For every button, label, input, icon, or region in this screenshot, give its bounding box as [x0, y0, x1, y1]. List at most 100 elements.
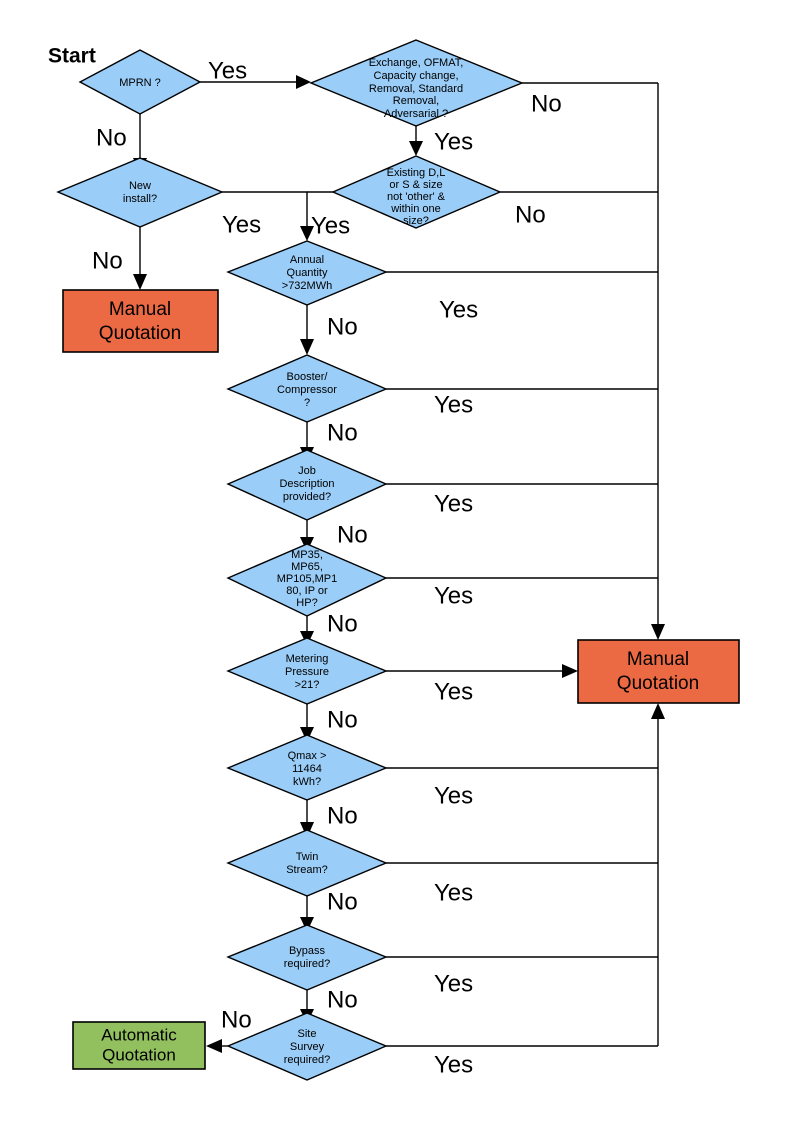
decision-bypass-label-line-0: Bypass: [289, 945, 326, 957]
decision-qmax-label-line-2: kWh?: [293, 776, 321, 788]
decision-mp-pressure-tier[interactable]: MP35, MP65, MP105,MP1 80, IP or HP?: [226, 543, 388, 617]
terminal-manual-quotation-right[interactable]: Manual Quotation: [577, 639, 740, 704]
decision-existing-dls-size[interactable]: Existing D,L or S & size not 'other' & w…: [331, 155, 502, 229]
decision-mptier-label-line-4: HP?: [296, 597, 317, 609]
decision-bypass[interactable]: Bypass required?: [226, 924, 388, 991]
branch-label-mprn-yes: Yes: [208, 57, 247, 84]
decision-jobdesc-label-line-2: provided?: [283, 491, 331, 503]
branch-label-bypass-no: No: [327, 986, 358, 1013]
decision-existing-label-line-0: Existing D,L: [387, 167, 446, 179]
decision-mptier-label-line-2: MP105,MP1: [277, 573, 338, 585]
arrowhead-rail-into-manual-bottom: [651, 703, 665, 719]
decision-twin-stream-shape[interactable]: [226, 829, 388, 897]
branch-label-mptier-no: No: [327, 610, 358, 637]
decision-booster-compressor[interactable]: Booster/ Compressor ?: [226, 354, 388, 423]
terminal-manual-left-line-1: Quotation: [99, 323, 181, 344]
decision-twin-stream[interactable]: Twin Stream?: [226, 829, 388, 897]
decision-metering-label-line-0: Metering: [286, 653, 329, 665]
decision-qmax-label-line-1: 11464: [292, 763, 322, 775]
terminal-manual-quotation-left[interactable]: Manual Quotation: [62, 289, 219, 353]
branch-label-booster-yes: Yes: [434, 391, 473, 418]
terminal-automatic-line-0: Automatic: [101, 1025, 177, 1044]
decision-exchange-label-line-0: Exchange, OFMAT,: [369, 57, 464, 69]
decision-twin-label-line-1: Stream?: [286, 864, 328, 876]
decision-exchange-label-line-1: Capacity change,: [374, 70, 459, 82]
branch-label-exchange-no: No: [531, 90, 562, 117]
decision-metering-label-line-1: Pressure: [285, 666, 329, 678]
decision-mptier-label-line-3: 80, IP or: [286, 585, 328, 597]
decision-annual-label-line-2: >732MWh: [282, 280, 332, 292]
decision-site-survey[interactable]: Site Survey required?: [226, 1012, 388, 1081]
branch-label-new-install-yes: Yes: [222, 211, 261, 238]
arrowhead-metering-yes: [562, 664, 578, 678]
decision-qmax-label-line-0: Qmax >: [288, 750, 327, 762]
decision-twin-label-line-0: Twin: [296, 851, 319, 863]
decision-booster-label-line-1: Compressor: [277, 384, 337, 396]
decision-metering-shape[interactable]: [226, 637, 388, 705]
decision-job-description[interactable]: Job Description provided?: [226, 449, 388, 521]
decision-new-install-label-line-0: New: [129, 180, 151, 192]
decision-mptier-label-line-0: MP35,: [291, 549, 323, 561]
branch-label-booster-no: No: [327, 419, 358, 446]
branch-label-twin-yes: Yes: [434, 879, 473, 906]
decision-jobdesc-label-line-0: Job: [298, 465, 316, 477]
decision-booster-label-line-0: Booster/: [287, 371, 329, 383]
decision-job-description-shape[interactable]: [226, 449, 388, 521]
terminal-automatic-line-1: Quotation: [102, 1045, 176, 1064]
terminal-manual-right-line-0: Manual: [627, 649, 689, 670]
terminal-manual-left-box[interactable]: [62, 289, 219, 353]
arrowhead-annual-no: [300, 339, 314, 355]
terminal-automatic-quotation[interactable]: Automatic Quotation: [72, 1021, 206, 1070]
arrowhead-newinstall-no: [133, 274, 147, 290]
branch-label-new-install-no: No: [92, 247, 123, 274]
decision-qmax[interactable]: Qmax > 11464 kWh?: [226, 734, 388, 801]
branch-label-bypass-yes: Yes: [434, 970, 473, 997]
branch-label-metering-yes: Yes: [434, 678, 473, 705]
decision-qmax-shape[interactable]: [226, 734, 388, 801]
decision-existing-label-line-3: within one: [390, 203, 441, 215]
decision-booster-shape[interactable]: [226, 354, 388, 423]
branch-label-sitesurvey-yes: Yes: [434, 1051, 473, 1078]
decision-new-install[interactable]: New install?: [56, 157, 224, 228]
decision-annual-quantity[interactable]: Annual Quantity >732MWh: [226, 240, 388, 306]
decision-sitesurvey-label-line-0: Site: [298, 1028, 317, 1040]
decision-bypass-label-line-1: required?: [284, 958, 330, 970]
decision-metering-pressure[interactable]: Metering Pressure >21?: [226, 637, 388, 705]
branch-label-qmax-yes: Yes: [434, 782, 473, 809]
branch-label-twin-no: No: [327, 888, 358, 915]
terminal-manual-right-box[interactable]: [577, 639, 740, 704]
decision-metering-label-line-2: >21?: [295, 679, 320, 691]
branch-labels: Yes No No Yes Yes No Yes No Yes No Yes N…: [92, 57, 562, 1078]
branch-label-mprn-no: No: [96, 124, 127, 151]
terminal-automatic-box[interactable]: [72, 1021, 206, 1070]
decision-mprn[interactable]: MPRN ?: [78, 49, 202, 115]
decision-existing-label-line-2: not 'other' &: [387, 191, 446, 203]
decision-exchange-ofmat-shape[interactable]: [309, 39, 524, 127]
decision-annual-label-line-1: Quantity: [287, 267, 328, 279]
decision-annual-label-line-0: Annual: [290, 254, 324, 266]
decision-mp-tier-shape[interactable]: [226, 543, 388, 617]
decision-mprn-shape[interactable]: [78, 49, 202, 115]
branch-label-exchange-yes: Yes: [434, 128, 473, 155]
decision-new-install-shape[interactable]: [56, 157, 224, 228]
branch-label-sitesurvey-no: No: [221, 1006, 252, 1033]
decision-mprn-label-line-0: MPRN ?: [119, 77, 161, 89]
branch-label-metering-no: No: [327, 706, 358, 733]
decision-site-survey-shape[interactable]: [226, 1012, 388, 1081]
connectors: [133, 75, 665, 1053]
decision-annual-quantity-shape[interactable]: [226, 240, 388, 306]
decision-bypass-shape[interactable]: [226, 924, 388, 991]
branch-label-mptier-yes: Yes: [434, 582, 473, 609]
branch-label-jobdesc-no: No: [337, 521, 368, 548]
arrowhead-rail-into-manual-top: [651, 624, 665, 640]
decision-jobdesc-label-line-1: Description: [279, 478, 334, 490]
branch-label-annual-no: No: [327, 313, 358, 340]
decision-existing-shape[interactable]: [331, 155, 502, 229]
decision-existing-label-line-1: or S & size: [389, 179, 442, 191]
decision-exchange-ofmat[interactable]: Exchange, OFMAT, Capacity change, Remova…: [309, 39, 524, 127]
decision-exchange-label-line-3: Removal,: [393, 95, 439, 107]
arrowhead-mprn-yes: [296, 75, 311, 89]
arrowhead-newinstall-yes: [300, 226, 314, 241]
branch-label-annual-yes: Yes: [439, 296, 478, 323]
